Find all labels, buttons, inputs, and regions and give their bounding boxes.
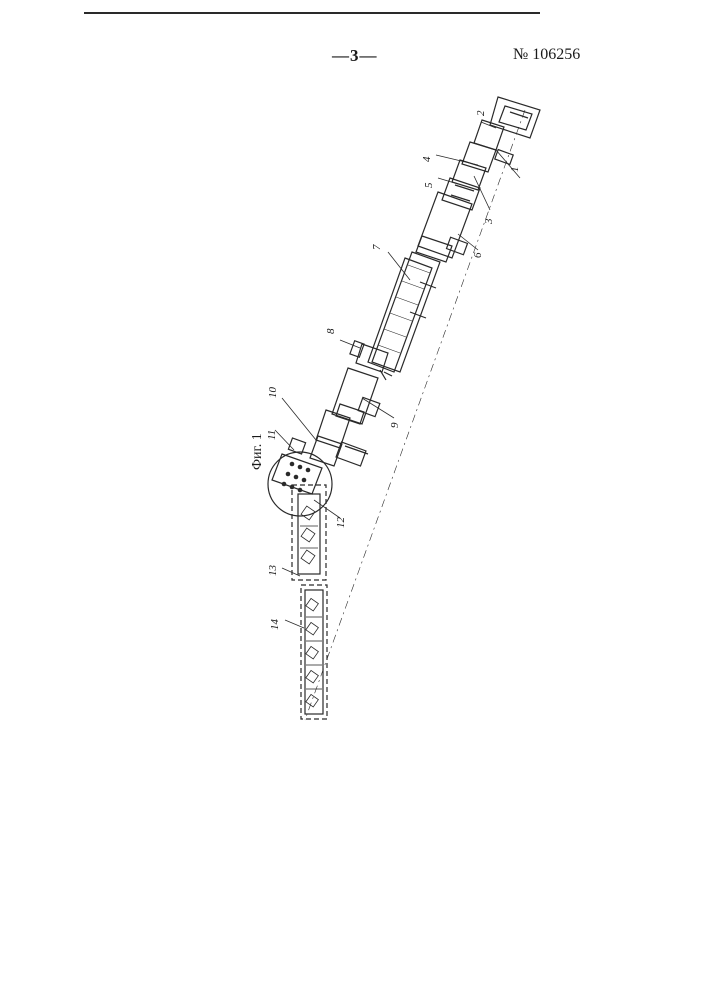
callout-2: 2	[475, 110, 487, 116]
unit-7-section	[368, 252, 440, 372]
callout-11: 11	[266, 430, 278, 440]
callout-6: 6	[472, 252, 484, 258]
callout-7: 7	[371, 244, 383, 250]
unit-9-block	[332, 368, 380, 424]
callout-5: 5	[423, 182, 435, 188]
callout-3: 3	[483, 218, 495, 225]
unit-6-block	[416, 192, 472, 262]
callout-10: 10	[267, 387, 279, 399]
leader-lines	[275, 122, 520, 628]
centerline	[305, 110, 525, 720]
detail-circle	[268, 452, 332, 516]
unit-4-5	[442, 160, 486, 210]
unit-12-13-tank	[292, 485, 326, 580]
unit-14-tank	[301, 585, 327, 719]
callout-12: 12	[335, 517, 347, 529]
callout-9: 9	[389, 422, 401, 428]
unit-1-head	[490, 97, 540, 138]
callout-1: 1	[509, 167, 521, 173]
callout-14: 14	[269, 619, 281, 631]
callout-4: 4	[421, 156, 433, 162]
callout-8: 8	[325, 328, 337, 334]
callout-13: 13	[267, 565, 279, 577]
